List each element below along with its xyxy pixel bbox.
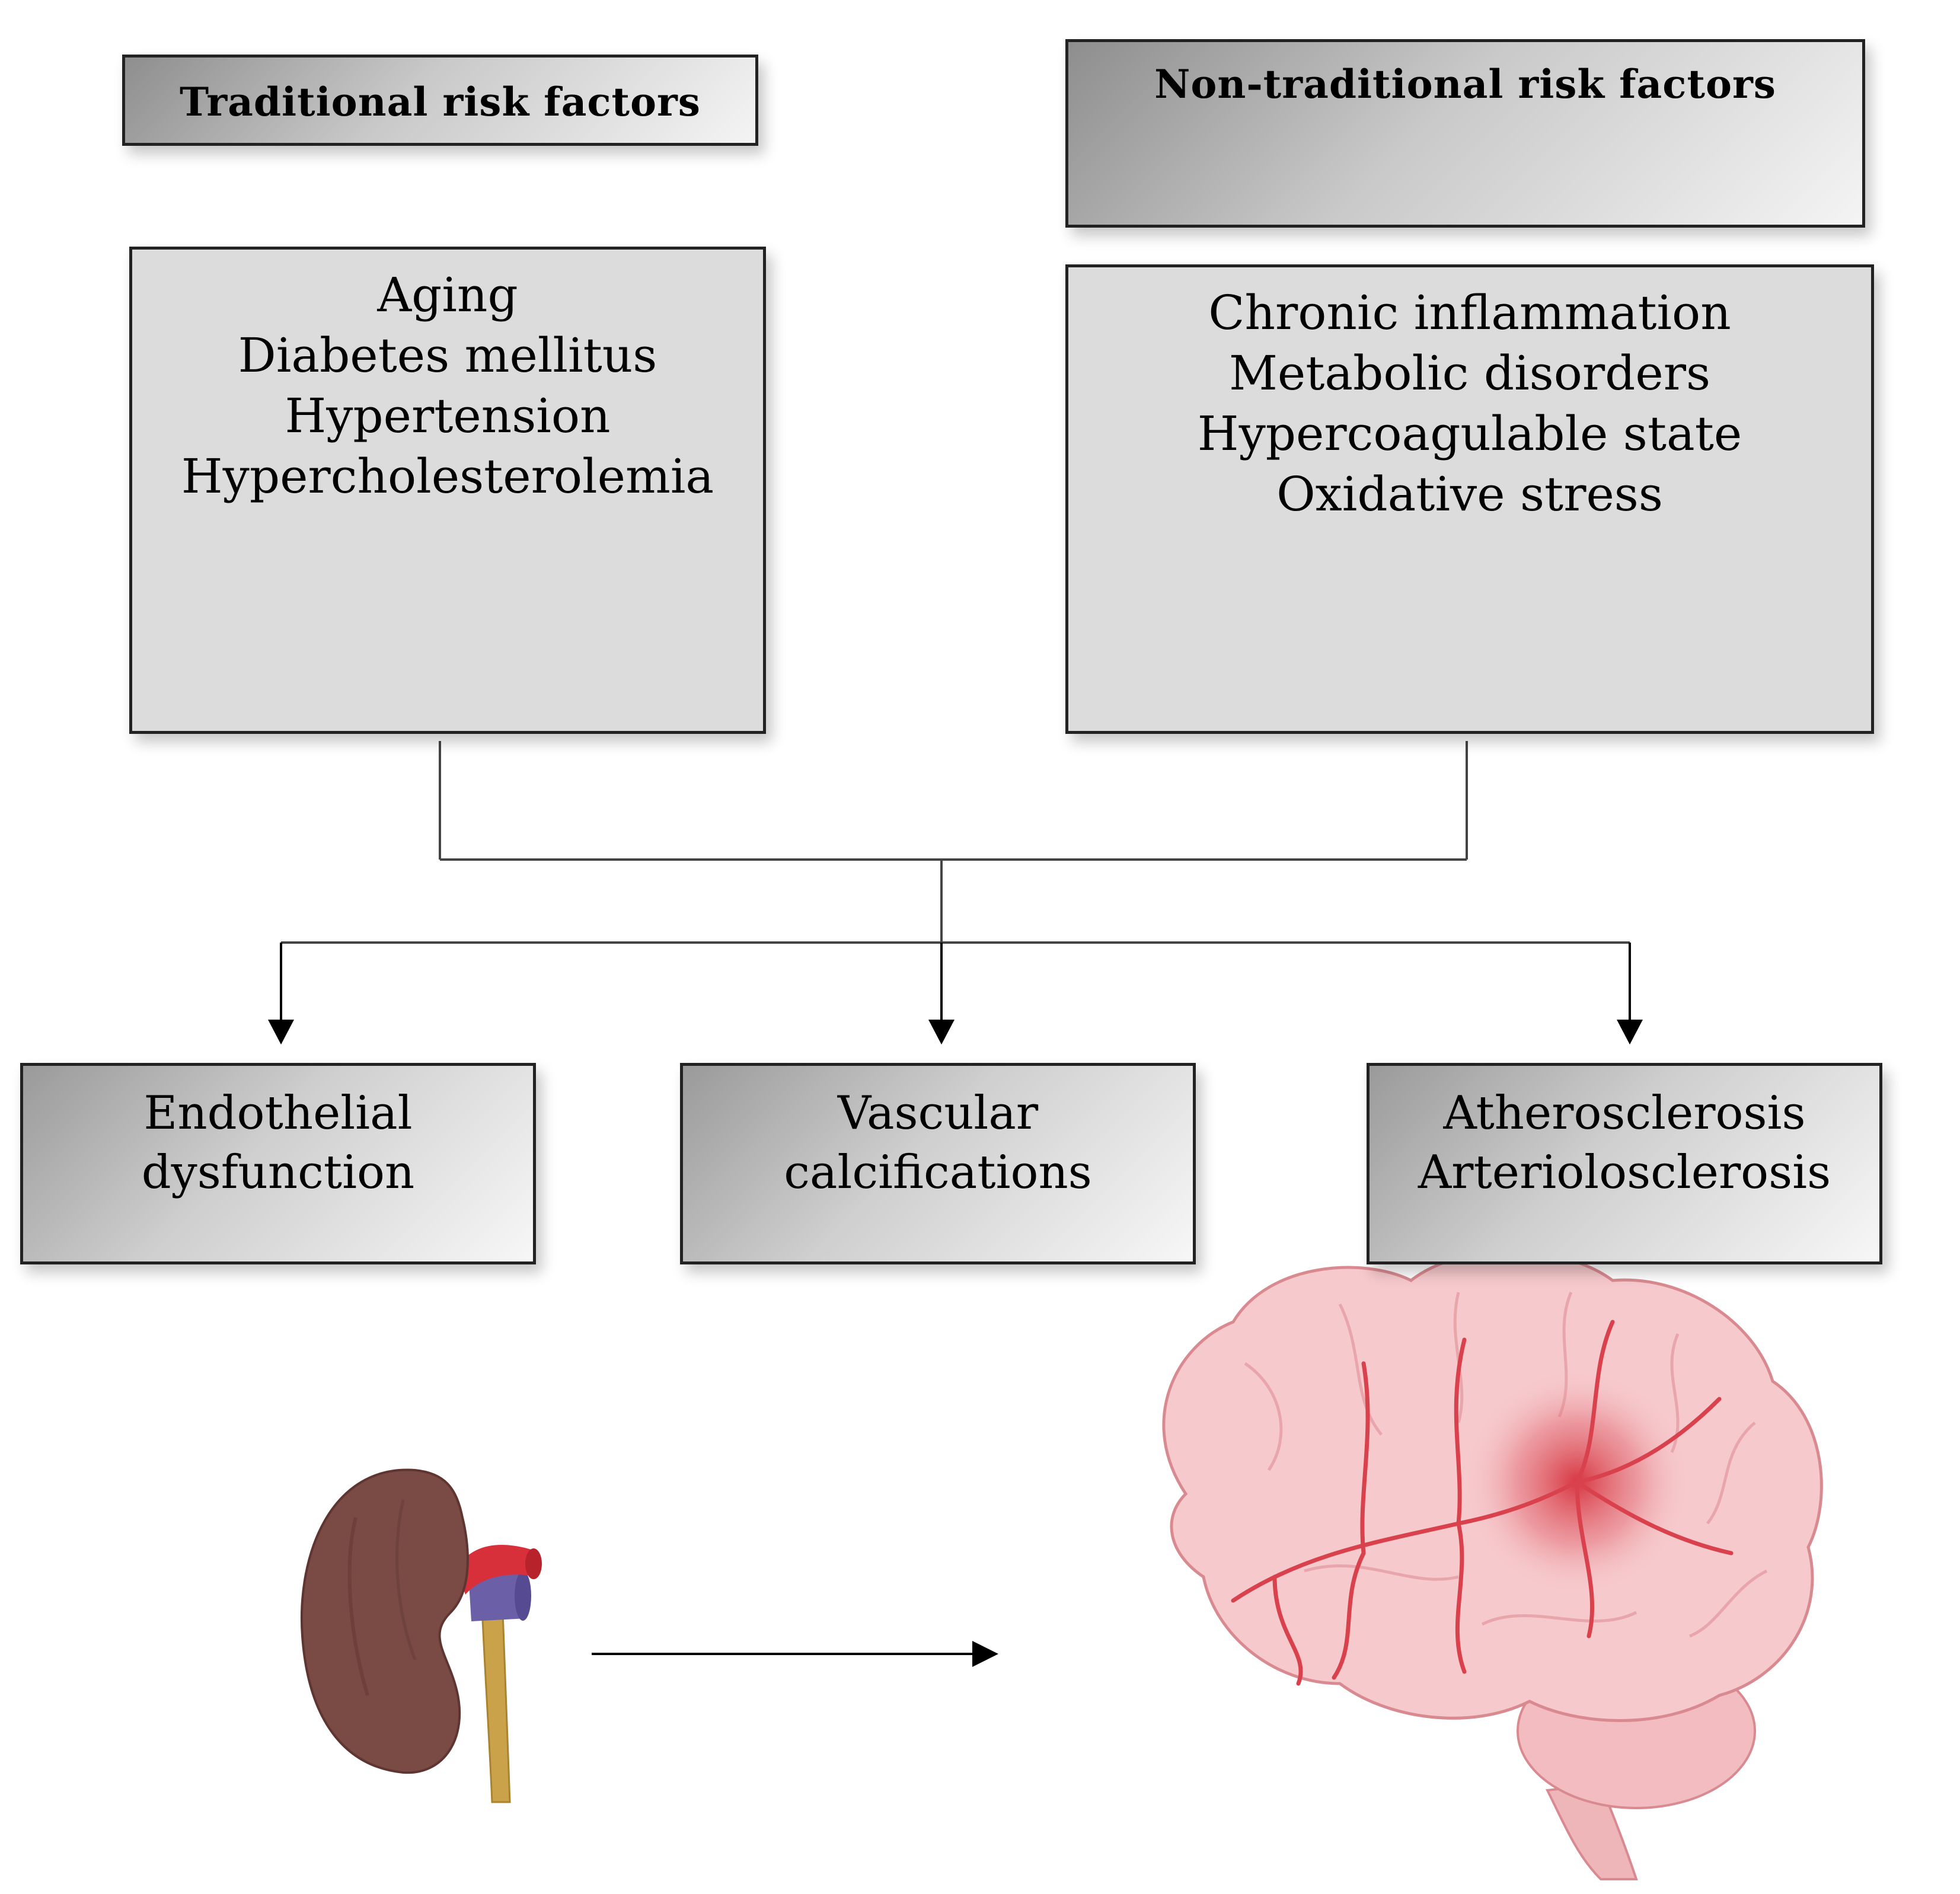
non-traditional-factor: Oxidative stress — [1276, 467, 1663, 522]
outcome-line: Endothelial — [143, 1087, 413, 1140]
arrowhead-kidney-to-brain — [972, 1641, 998, 1667]
non-traditional-factor: Metabolic disorders — [1229, 346, 1710, 401]
outcome-line: Vascular — [837, 1087, 1039, 1140]
non-traditional-factors-box: Chronic inflammation Metabolic disorders… — [1065, 264, 1874, 734]
traditional-factor: Aging — [377, 267, 518, 322]
traditional-factors-box: Aging Diabetes mellitus Hypertension Hyp… — [129, 247, 766, 734]
arrowhead-endothelial — [268, 1020, 294, 1045]
traditional-factor: Diabetes mellitus — [238, 328, 657, 383]
traditional-header-box: Traditional risk factors — [122, 55, 758, 146]
non-traditional-header-title: Non-traditional risk factors — [1154, 61, 1776, 107]
traditional-factor: Hypercholesterolemia — [181, 449, 714, 504]
arrowhead-atherosclerosis — [1617, 1020, 1643, 1045]
outcome-box-atherosclerosis: Atherosclerosis Arteriolosclerosis — [1367, 1063, 1882, 1264]
non-traditional-factor: Hypercoagulable state — [1197, 406, 1742, 461]
brain-illustration — [1162, 1250, 1823, 1880]
outcome-line: calcifications — [784, 1146, 1092, 1199]
outcome-line: Atherosclerosis — [1443, 1087, 1806, 1140]
arrowhead-vascular — [928, 1020, 955, 1045]
traditional-factor: Hypertension — [285, 388, 611, 443]
outcome-line: dysfunction — [141, 1146, 415, 1199]
non-traditional-header-box: Non-traditional risk factors — [1065, 39, 1865, 228]
kidney-illustration — [301, 1468, 542, 1803]
traditional-header-title: Traditional risk factors — [180, 79, 701, 125]
outcome-box-vascular: Vascular calcifications — [680, 1063, 1196, 1264]
outcome-box-endothelial: Endothelial dysfunction — [20, 1063, 536, 1264]
outcome-line: Arteriolosclerosis — [1418, 1146, 1831, 1199]
non-traditional-factor: Chronic inflammation — [1208, 285, 1731, 340]
